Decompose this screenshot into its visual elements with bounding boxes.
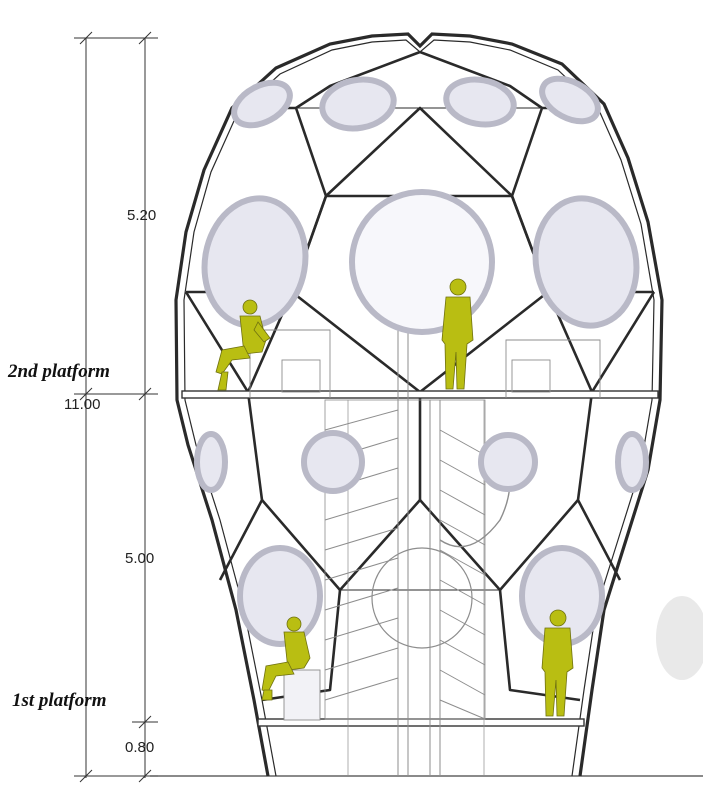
window-top-left-small bbox=[231, 79, 293, 129]
upper-platform-label: 2nd platform bbox=[8, 361, 110, 382]
circular-windows bbox=[194, 75, 649, 647]
lower-platform-label: 1st platform bbox=[12, 690, 107, 711]
frame-panels bbox=[184, 50, 656, 702]
window-mid-far-right bbox=[615, 431, 649, 493]
dimension-upper-label: 5.20 bbox=[127, 207, 157, 224]
window-mid-right bbox=[478, 432, 538, 492]
upper-platform-slab bbox=[181, 390, 659, 399]
window-top-right-small bbox=[539, 75, 601, 125]
standing-person-figure-upper bbox=[441, 278, 474, 390]
background-texture bbox=[656, 596, 703, 680]
standing-person-figure-lower bbox=[541, 609, 574, 717]
window-lower-left bbox=[237, 545, 323, 647]
seated-person-figure-lower bbox=[261, 616, 311, 701]
dimension-chain bbox=[74, 31, 158, 783]
window-mid-far-left bbox=[194, 431, 228, 493]
window-top-right bbox=[443, 76, 517, 128]
dimension-base-label: 0.80 bbox=[125, 739, 155, 756]
window-top-left bbox=[319, 76, 397, 132]
window-upper-right bbox=[532, 195, 640, 329]
window-mid-left bbox=[301, 430, 365, 494]
dimension-middle-label: 5.00 bbox=[125, 550, 155, 567]
seated-person-figure-upper bbox=[215, 299, 271, 391]
dimension-total-label: 11.00 bbox=[64, 396, 101, 413]
